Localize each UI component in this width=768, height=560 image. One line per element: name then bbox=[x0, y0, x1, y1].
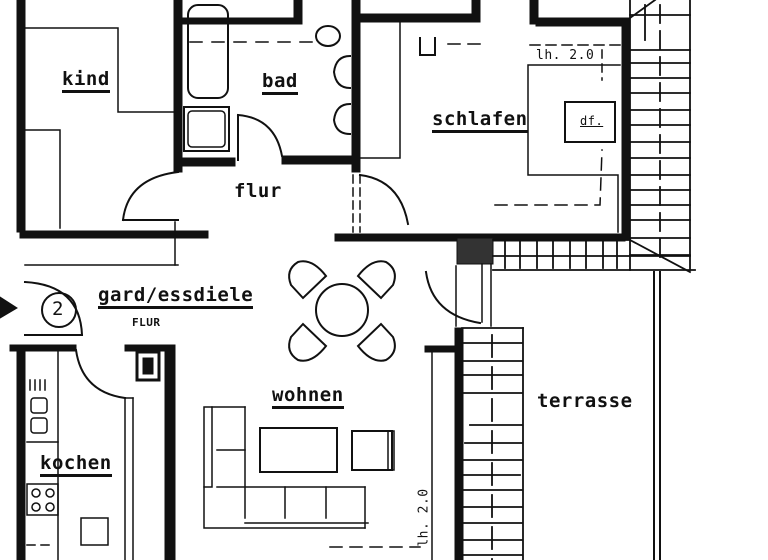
room-sublabel-flur: FLUR bbox=[132, 316, 161, 329]
annotation-wohnen-height: lh. 2.0 bbox=[416, 488, 432, 547]
room-label-kind: kind bbox=[62, 68, 110, 93]
room-label-wohnen: wohnen bbox=[272, 384, 344, 409]
wall-left-lower bbox=[16, 344, 26, 560]
room-label-flur: flur bbox=[234, 180, 282, 202]
wall-left-upper bbox=[16, 0, 26, 233]
annotation-skylight: df. bbox=[580, 114, 604, 128]
room-label-bad: bad bbox=[262, 70, 298, 95]
entry-arrow-icon bbox=[0, 296, 18, 319]
room-label-schlafen: schlafen bbox=[432, 108, 528, 133]
entry-number-marker bbox=[41, 292, 77, 328]
room-label-terrasse: terrasse bbox=[537, 390, 633, 412]
annotation-schlafen-height: lh. 2.0 bbox=[536, 48, 595, 63]
entry-number: 2 bbox=[52, 298, 64, 320]
room-label-kochen: kochen bbox=[40, 452, 112, 477]
room-label-gard-essdiele: gard/essdiele bbox=[98, 284, 254, 309]
wall-kind-bad bbox=[173, 0, 183, 173]
